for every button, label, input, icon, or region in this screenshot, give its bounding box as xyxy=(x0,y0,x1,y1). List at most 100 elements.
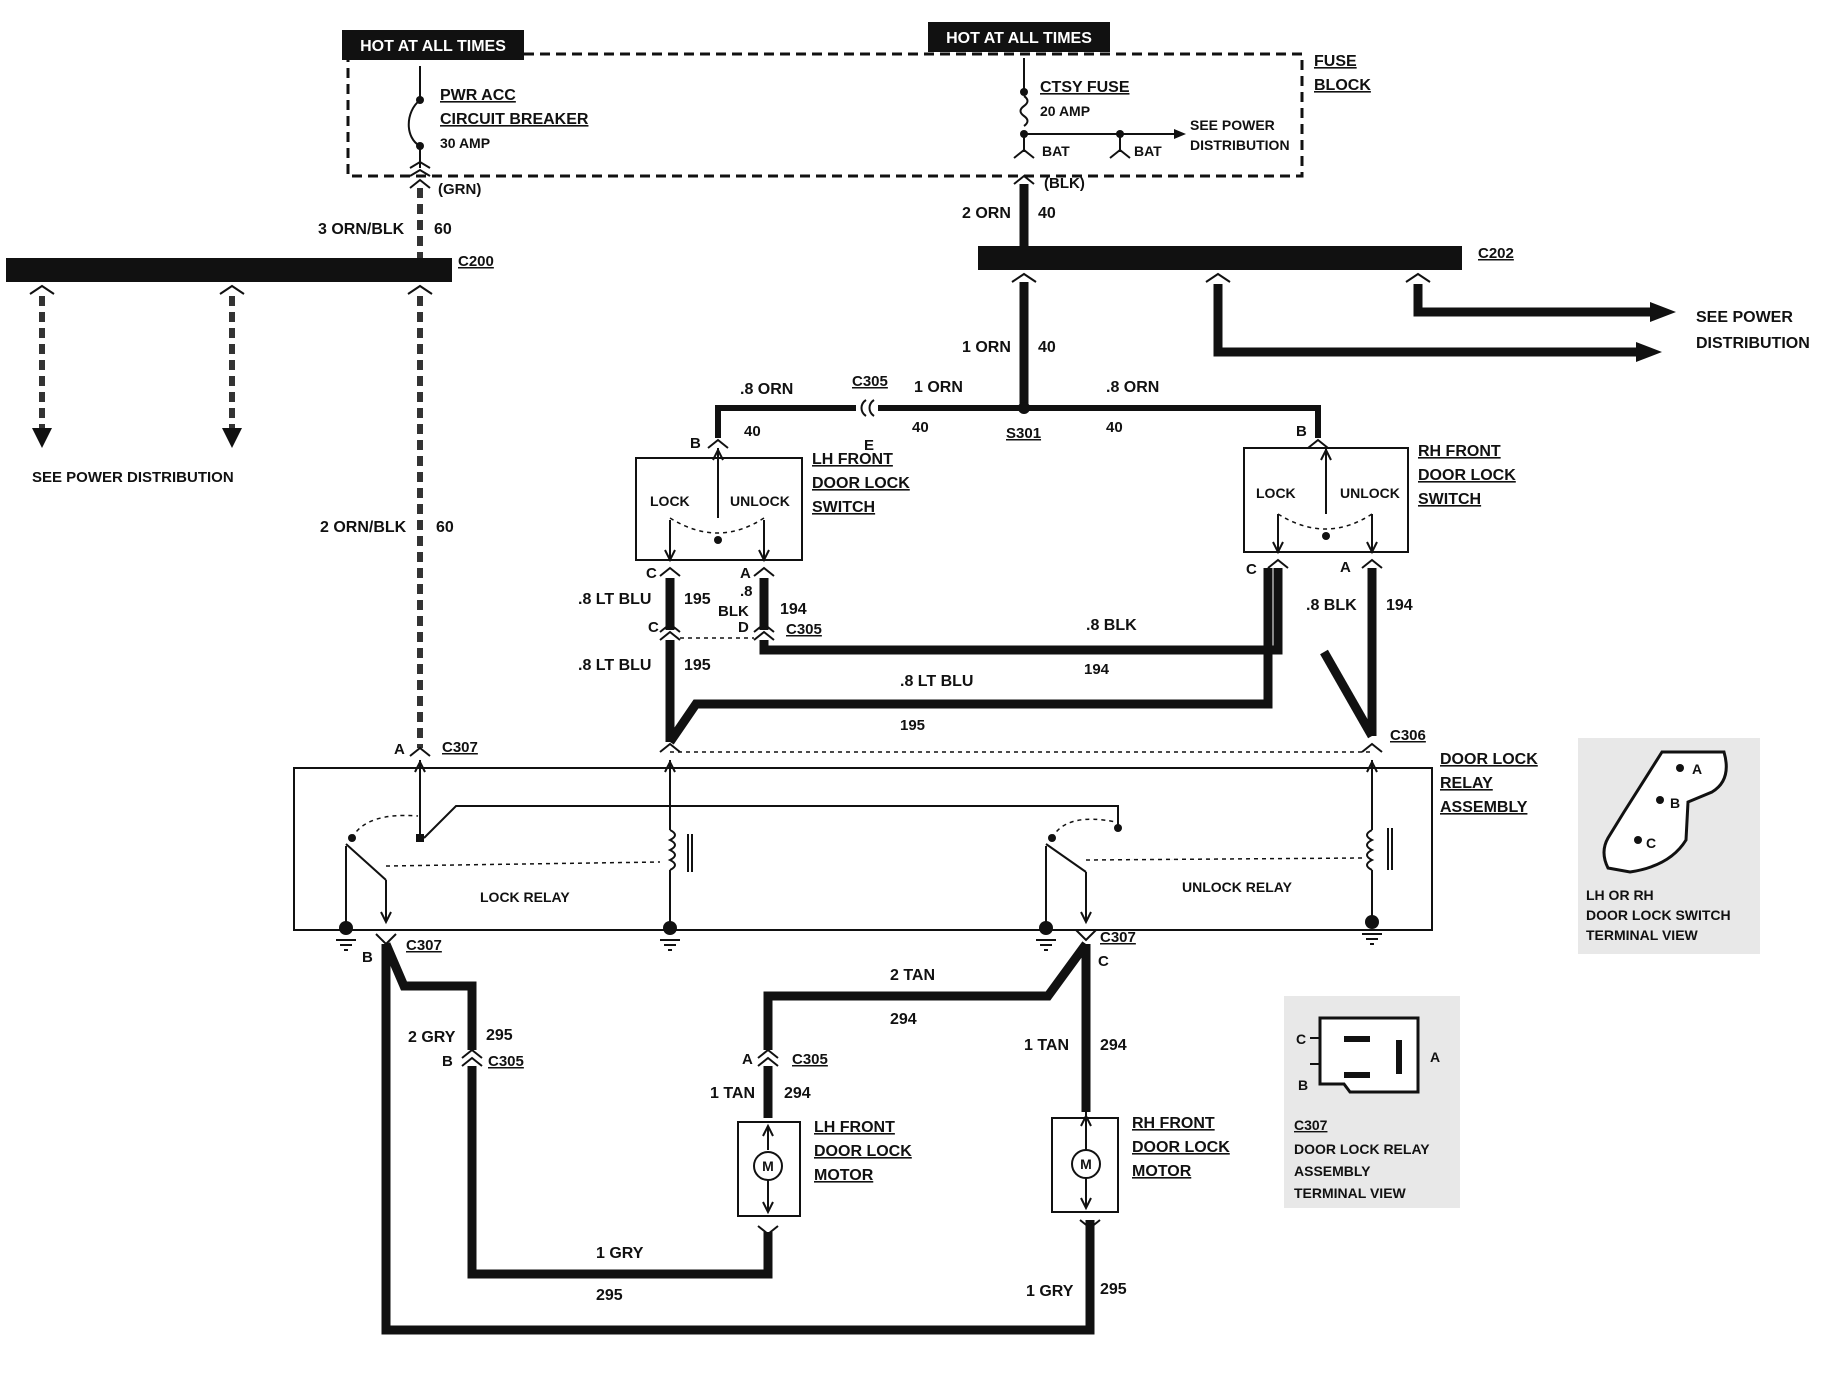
svg-text:C: C xyxy=(1296,1031,1306,1047)
svg-text:M: M xyxy=(1080,1156,1092,1172)
svg-text:A: A xyxy=(1692,761,1702,777)
svg-text:B: B xyxy=(1670,795,1680,811)
svg-text:PWR ACC: PWR ACC xyxy=(440,87,516,104)
svg-text:E: E xyxy=(864,437,874,454)
hot-at-all-times-tag-right: HOT AT ALL TIMES xyxy=(928,22,1110,52)
svg-text:2 TAN: 2 TAN xyxy=(890,967,935,984)
svg-text:SWITCH: SWITCH xyxy=(1418,491,1481,508)
svg-text:RH FRONT: RH FRONT xyxy=(1418,443,1501,460)
svg-text:40: 40 xyxy=(912,419,929,436)
svg-text:LOCK: LOCK xyxy=(1256,485,1296,501)
svg-text:40: 40 xyxy=(744,423,761,440)
svg-text:CTSY FUSE: CTSY FUSE xyxy=(1040,79,1130,96)
svg-text:195: 195 xyxy=(900,717,925,734)
svg-text:C: C xyxy=(1098,953,1109,970)
rh-front-door-lock-switch xyxy=(1243,447,1409,555)
svg-text:UNLOCK: UNLOCK xyxy=(730,493,790,509)
c200-power-distribution-outputs xyxy=(29,284,433,448)
svg-text:BAT: BAT xyxy=(1134,143,1162,159)
svg-text:DISTRIBUTION: DISTRIBUTION xyxy=(1696,335,1810,352)
svg-text:A: A xyxy=(740,565,751,582)
pwr-acc-circuit-breaker xyxy=(407,66,431,177)
svg-text:TERMINAL VIEW: TERMINAL VIEW xyxy=(1294,1185,1407,1201)
c305-connector-e xyxy=(860,399,875,417)
svg-text:TERMINAL VIEW: TERMINAL VIEW xyxy=(1586,927,1699,943)
svg-text:C200: C200 xyxy=(458,253,494,270)
svg-text:S301: S301 xyxy=(1006,425,1041,442)
fuse-block-outline xyxy=(346,52,1304,178)
svg-text:2 ORN/BLK: 2 ORN/BLK xyxy=(320,519,407,536)
svg-text:194: 194 xyxy=(1386,597,1413,614)
svg-text:294: 294 xyxy=(784,1085,811,1102)
svg-text:C307: C307 xyxy=(1100,929,1136,946)
svg-text:294: 294 xyxy=(890,1011,917,1028)
svg-text:194: 194 xyxy=(780,601,807,618)
svg-text:(BLK): (BLK) xyxy=(1044,175,1085,192)
ctsy-fuse xyxy=(1013,58,1186,159)
svg-text:.8 BLK: .8 BLK xyxy=(1086,617,1137,634)
svg-text:BAT: BAT xyxy=(1042,143,1070,159)
svg-text:D: D xyxy=(738,619,749,636)
svg-text:294: 294 xyxy=(1100,1037,1127,1054)
svg-text:DISTRIBUTION: DISTRIBUTION xyxy=(1190,137,1290,153)
svg-text:B: B xyxy=(362,949,373,966)
svg-text:UNLOCK: UNLOCK xyxy=(1340,485,1400,501)
svg-text:195: 195 xyxy=(684,657,711,674)
svg-text:DOOR LOCK: DOOR LOCK xyxy=(1418,467,1516,484)
svg-text:C307: C307 xyxy=(406,937,442,954)
svg-text:B: B xyxy=(690,435,701,452)
svg-text:MOTOR: MOTOR xyxy=(814,1167,874,1184)
svg-text:C307: C307 xyxy=(1294,1117,1328,1133)
svg-text:1 GRY: 1 GRY xyxy=(596,1245,644,1262)
c200-connector-bar xyxy=(6,258,452,282)
svg-text:1 GRY: 1 GRY xyxy=(1026,1283,1074,1300)
svg-text:SEE POWER: SEE POWER xyxy=(1190,117,1275,133)
svg-text:C307: C307 xyxy=(442,739,478,756)
fuse-block-label: FUSE xyxy=(1314,53,1357,70)
svg-text:1 ORN: 1 ORN xyxy=(914,379,963,396)
lh-front-door-lock-switch xyxy=(635,447,803,563)
svg-text:C305: C305 xyxy=(786,621,822,638)
svg-text:1 ORN: 1 ORN xyxy=(962,339,1011,356)
svg-text:C: C xyxy=(1646,835,1656,851)
svg-text:ASSEMBLY: ASSEMBLY xyxy=(1294,1163,1371,1179)
svg-text:C305: C305 xyxy=(488,1053,524,1070)
svg-text:B: B xyxy=(442,1053,453,1070)
svg-text:DOOR LOCK: DOOR LOCK xyxy=(1132,1139,1230,1156)
svg-text:SWITCH: SWITCH xyxy=(812,499,875,516)
rh-front-door-lock-motor xyxy=(1051,1112,1119,1213)
svg-text:DOOR LOCK RELAY: DOOR LOCK RELAY xyxy=(1294,1141,1430,1157)
c202-connector-bar xyxy=(978,246,1462,270)
svg-text:(GRN): (GRN) xyxy=(438,181,481,198)
svg-text:295: 295 xyxy=(486,1027,513,1044)
svg-text:CIRCUIT BREAKER: CIRCUIT BREAKER xyxy=(440,111,589,128)
svg-text:60: 60 xyxy=(436,519,454,536)
svg-text:LH FRONT: LH FRONT xyxy=(812,451,893,468)
svg-text:RH FRONT: RH FRONT xyxy=(1132,1115,1215,1132)
svg-text:RELAY: RELAY xyxy=(1440,775,1493,792)
svg-text:M: M xyxy=(762,1158,774,1174)
svg-text:A: A xyxy=(1430,1049,1440,1065)
svg-text:C202: C202 xyxy=(1478,245,1514,262)
svg-text:.8: .8 xyxy=(740,583,753,600)
svg-text:.8 ORN: .8 ORN xyxy=(1106,379,1159,396)
svg-text:C305: C305 xyxy=(852,373,888,390)
svg-text:A: A xyxy=(394,741,405,758)
svg-text:MOTOR: MOTOR xyxy=(1132,1163,1192,1180)
svg-text:LOCK RELAY: LOCK RELAY xyxy=(480,889,570,905)
svg-text:C: C xyxy=(1246,561,1257,578)
svg-text:30 AMP: 30 AMP xyxy=(440,135,490,151)
svg-text:SEE POWER: SEE POWER xyxy=(1696,309,1793,326)
svg-text:DOOR LOCK: DOOR LOCK xyxy=(1440,751,1538,768)
svg-text:40: 40 xyxy=(1106,419,1123,436)
svg-text:A: A xyxy=(742,1051,753,1068)
svg-text:DOOR LOCK SWITCH: DOOR LOCK SWITCH xyxy=(1586,907,1731,923)
svg-text:DOOR LOCK: DOOR LOCK xyxy=(812,475,910,492)
svg-text:HOT AT ALL TIMES: HOT AT ALL TIMES xyxy=(946,30,1092,47)
svg-text:20 AMP: 20 AMP xyxy=(1040,103,1090,119)
svg-text:3 ORN/BLK: 3 ORN/BLK xyxy=(318,221,405,238)
svg-text:40: 40 xyxy=(1038,205,1056,222)
svg-text:LH OR RH: LH OR RH xyxy=(1586,887,1654,903)
svg-text:A: A xyxy=(1340,559,1351,576)
